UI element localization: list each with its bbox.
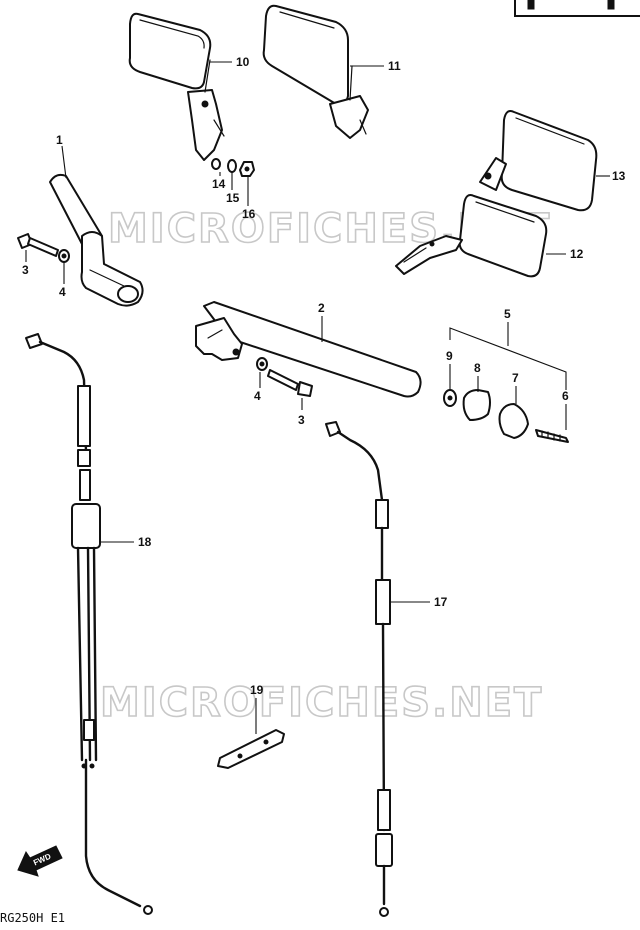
bolt-and-washer-left [17,233,70,263]
callout-17: 17 [434,595,448,609]
bracket-part-5 [449,327,567,390]
bar-end-assembly [443,389,569,443]
callout-3-left: 3 [22,263,29,277]
callout-5: 5 [504,307,511,321]
handlebar-right-part-2 [195,301,422,398]
mirror-center-part-11 [262,4,369,139]
callout-7: 7 [512,371,519,385]
model-code: RG250H E1 [0,911,65,925]
mirror-left-part-10 [128,12,225,161]
clutch-cable-part-17 [325,421,393,917]
callout-4-left: 4 [59,285,66,299]
callout-16: 16 [242,207,256,221]
cable-clip-part-19 [217,729,285,769]
fwd-arrow-icon: FWD [17,845,63,877]
handlebar-left-part-1 [49,173,144,307]
callout-12: 12 [570,247,584,261]
callout-10: 10 [236,55,250,69]
callout-15: 15 [226,191,240,205]
bolt-and-washer-center [256,357,313,397]
leader-lines [25,61,610,734]
callout-8: 8 [474,361,481,375]
callout-19: 19 [250,683,264,697]
callout-labels: 1 2 3 3 4 4 5 6 7 8 9 10 11 12 13 14 15 … [22,55,626,697]
callout-13: 13 [612,169,626,183]
callout-4-center: 4 [254,389,261,403]
callout-6: 6 [562,389,569,403]
callout-18: 18 [138,535,152,549]
title-box-fragment [514,0,640,17]
callout-2: 2 [318,301,325,315]
throttle-cable-part-18 [25,333,153,915]
callout-3-center: 3 [298,413,305,427]
callout-14: 14 [212,177,226,191]
mirror-right-part-12 [395,194,548,278]
callout-11: 11 [388,59,401,73]
watermark-bottom: MICROFICHES.NET [100,680,543,726]
fastener-stack-14-16 [211,158,255,177]
callout-9: 9 [446,349,453,363]
mirror-right-part-13 [479,110,598,212]
callout-1: 1 [56,133,63,147]
